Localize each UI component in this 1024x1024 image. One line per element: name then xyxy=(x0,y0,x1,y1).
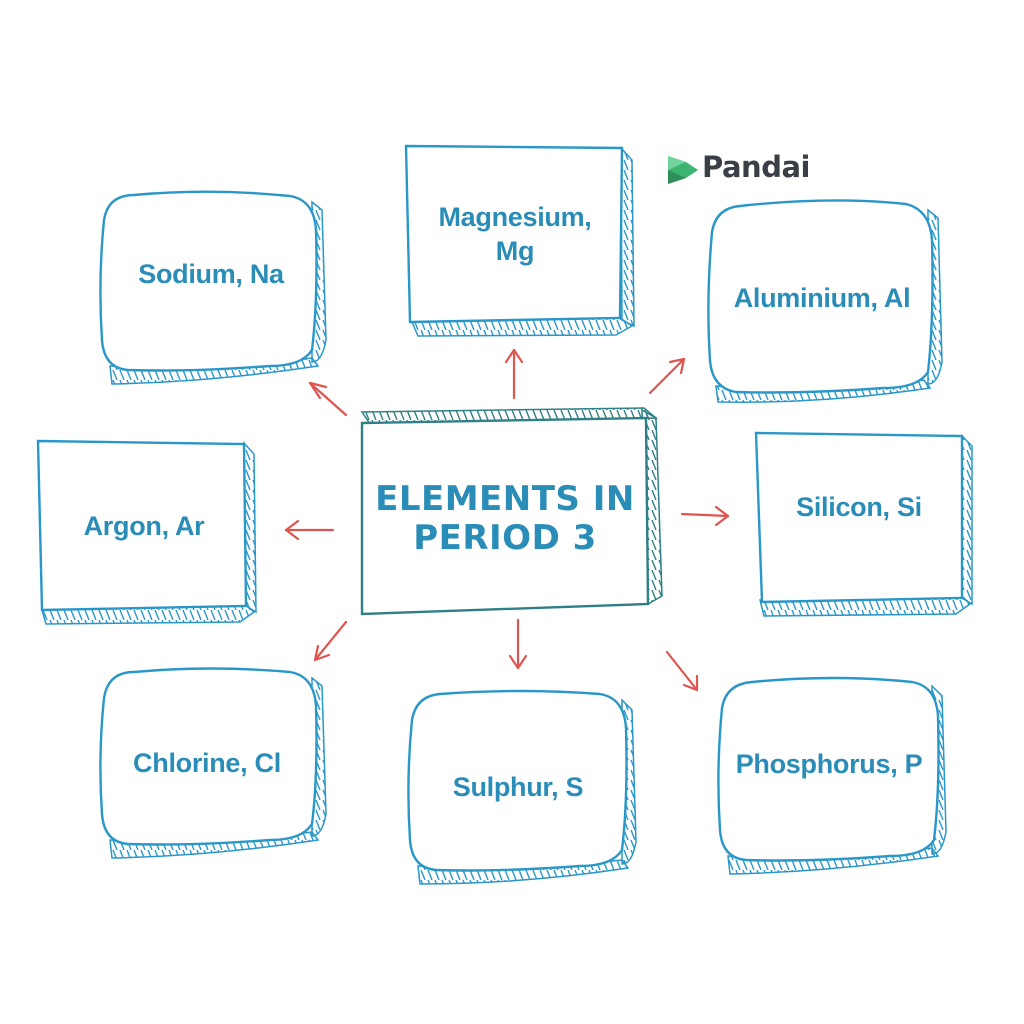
arrow-to-phosphorus xyxy=(665,650,699,692)
element-label-aluminium: Aluminium, Al xyxy=(733,283,911,314)
arrow-to-chlorine xyxy=(313,620,348,662)
arrow-to-argon xyxy=(284,519,335,541)
arrow-to-sodium xyxy=(308,381,348,417)
pandai-logo-icon xyxy=(668,156,698,184)
element-box-sulphur xyxy=(407,689,637,885)
element-box-phosphorus xyxy=(717,676,947,875)
element-box-magnesium xyxy=(404,144,635,337)
element-box-silicon xyxy=(754,431,973,617)
element-label-sulphur: Sulphur, S xyxy=(452,772,584,803)
element-label-silicon: Silicon, Si xyxy=(796,492,922,523)
element-box-sodium xyxy=(99,190,327,385)
arrow-to-sulphur xyxy=(508,618,528,670)
element-box-argon xyxy=(36,439,257,625)
element-label-argon: Argon, Ar xyxy=(83,511,205,542)
arrow-to-magnesium xyxy=(504,348,524,400)
element-label-chlorine: Chlorine, Cl xyxy=(133,748,281,779)
center-title-line-1: ELEMENTS IN xyxy=(375,478,635,519)
logo-text: Pandai xyxy=(702,150,810,184)
arrow-to-aluminium xyxy=(648,357,686,395)
pandai-logo: Pandai xyxy=(664,150,810,184)
center-title-line-2: PERIOD 3 xyxy=(413,518,597,558)
element-label-sodium: Sodium, Na xyxy=(138,259,284,290)
element-box-aluminium xyxy=(707,199,943,403)
arrow-to-silicon xyxy=(680,505,730,527)
center-box xyxy=(360,407,663,616)
element-box-chlorine xyxy=(99,667,327,859)
element-label-phosphorus: Phosphorus, P xyxy=(735,749,923,780)
center-title: ELEMENTS IN PERIOD 3 xyxy=(368,430,642,608)
element-label-magnesium: Magnesium, Mg xyxy=(438,202,592,266)
